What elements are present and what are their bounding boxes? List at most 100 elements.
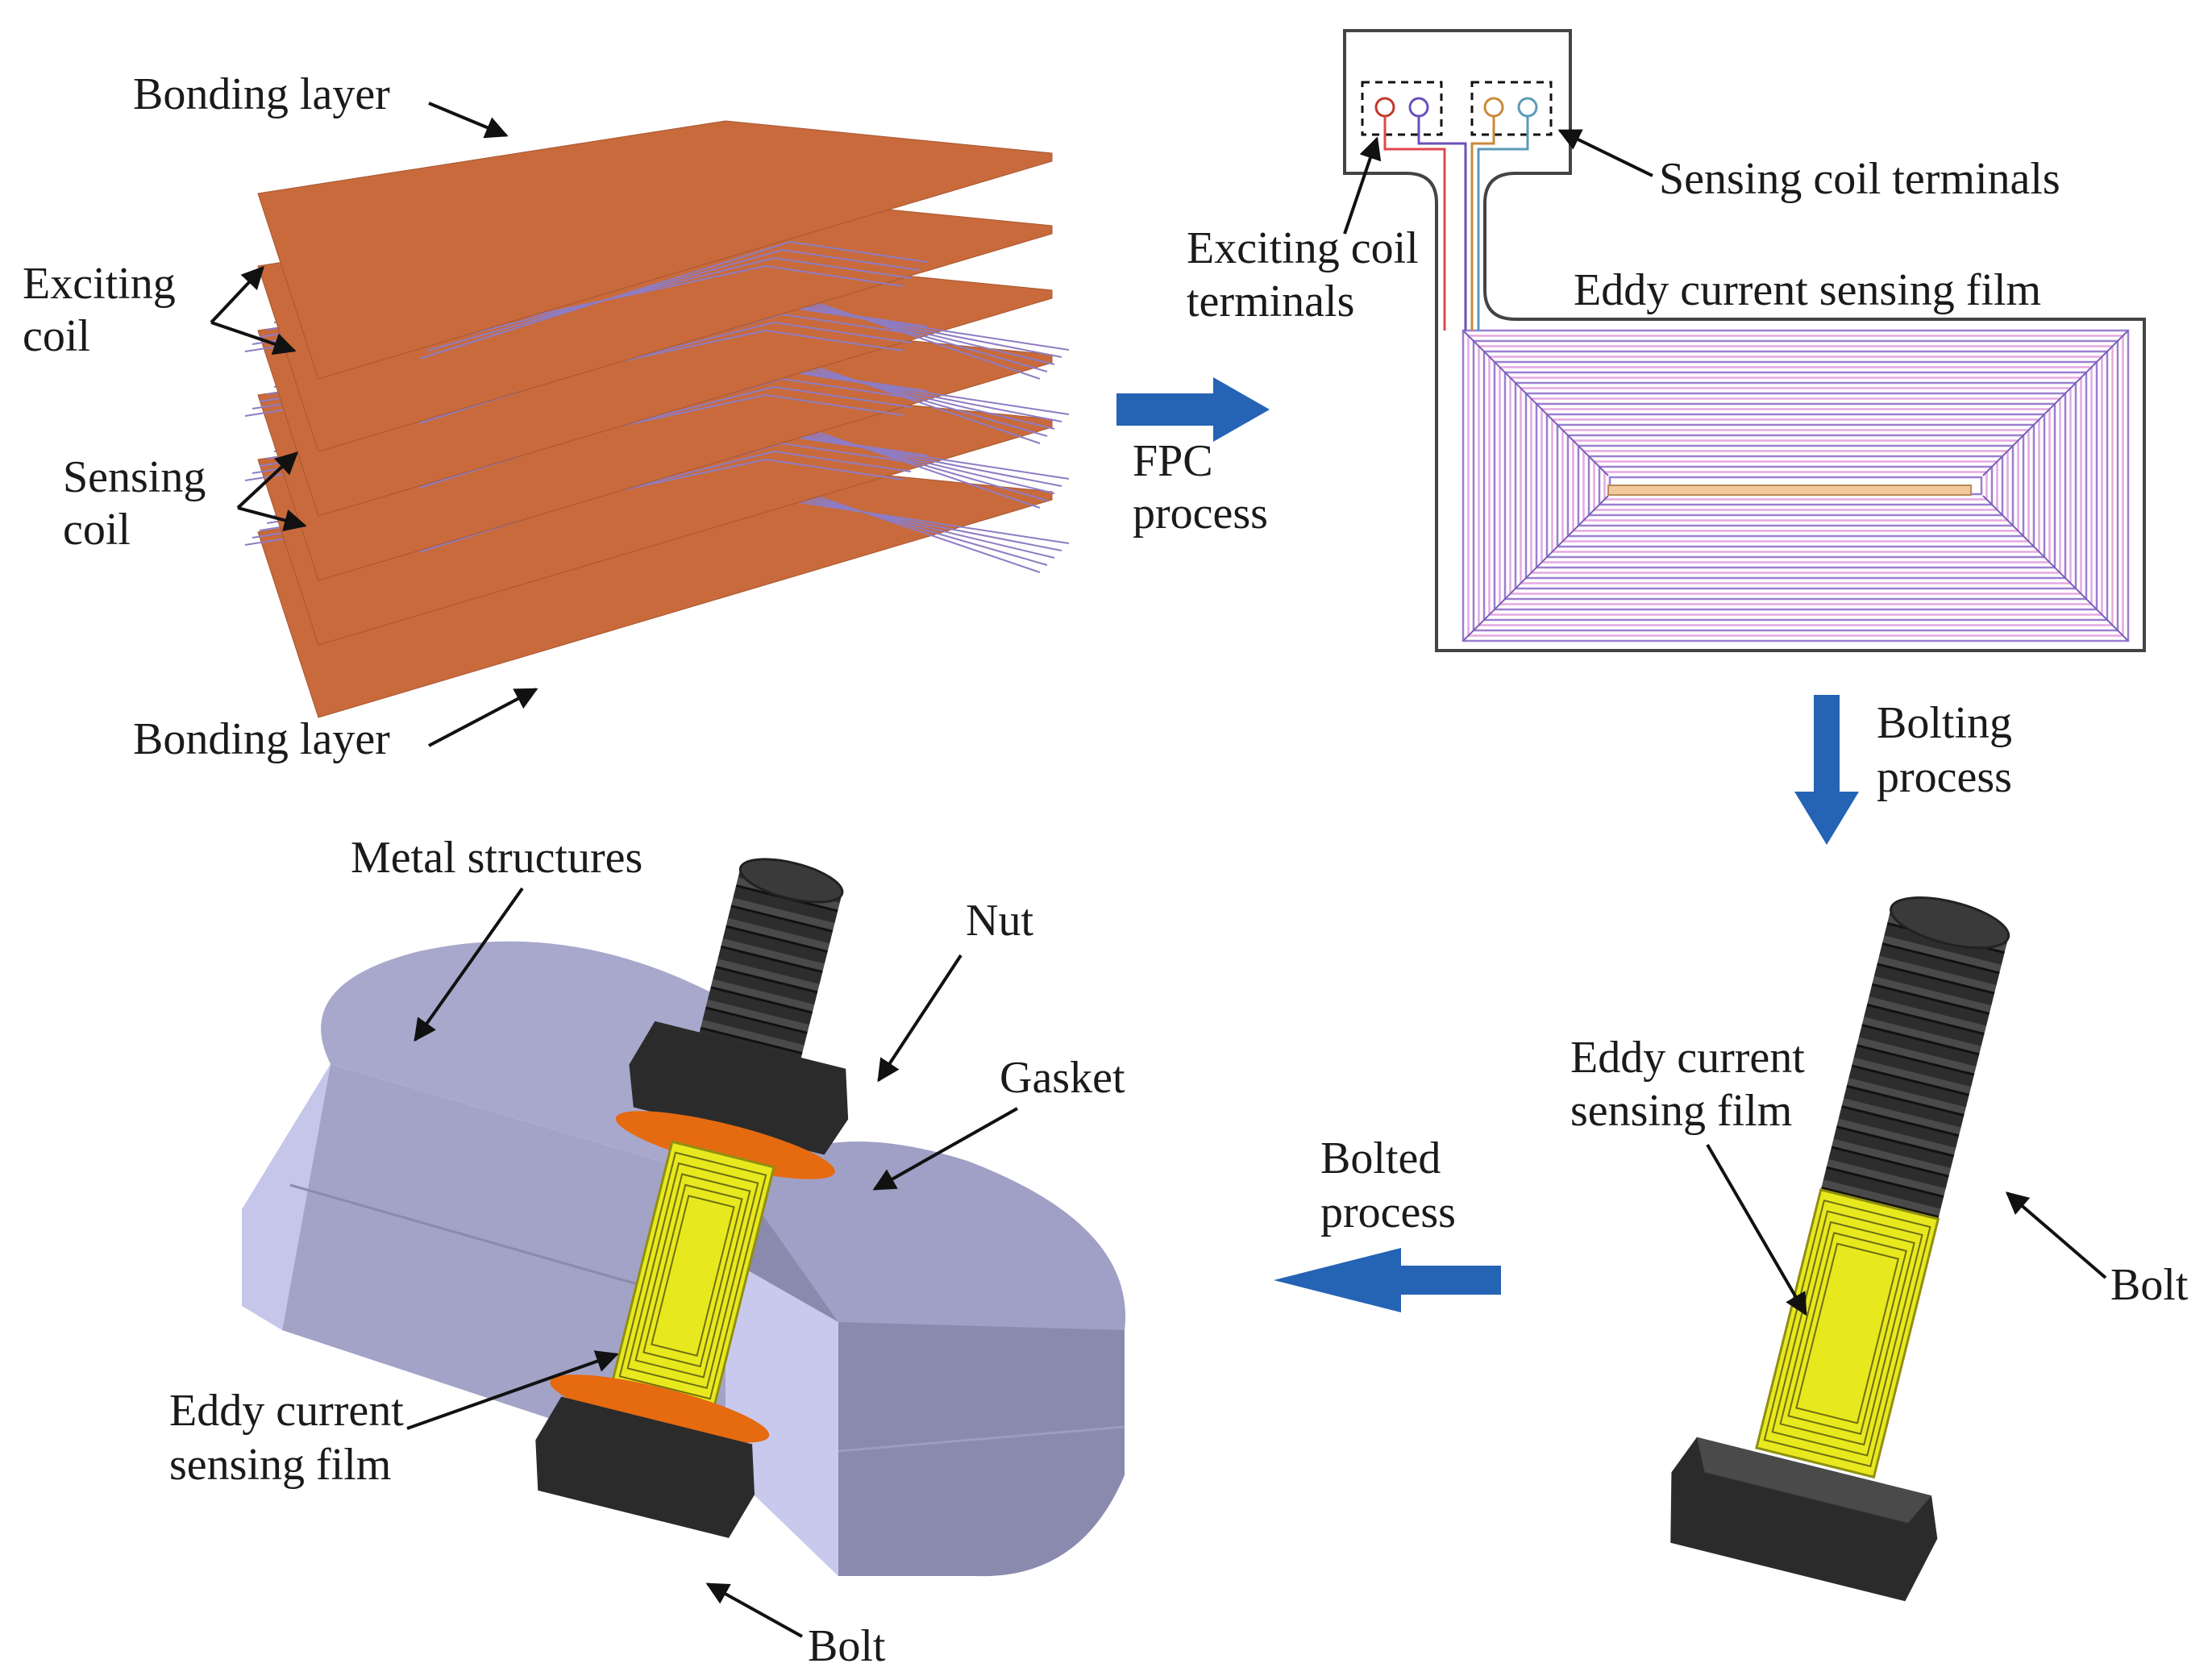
assembly-bolt-arrow xyxy=(705,1582,803,1638)
film-coil-corner xyxy=(1462,330,1609,476)
layer-stack-panel: Bonding layer Exciting coil Sensing coil… xyxy=(23,69,1070,764)
film-coil-turn xyxy=(1524,392,2067,580)
sensing-terminal-box xyxy=(1470,81,1553,136)
exciting-coil-terminals-label-line2: terminals xyxy=(1187,277,1354,326)
film-coil-turn xyxy=(1499,366,2093,605)
film-coil-turn xyxy=(1593,460,1998,511)
film-center-slot xyxy=(1607,484,1972,496)
bolt-sensing-film xyxy=(1755,1187,1940,1479)
assembly-nut xyxy=(629,1021,849,1155)
bonding-layer-sheet xyxy=(257,120,1053,380)
assembly-gasket-bottom xyxy=(550,1374,770,1443)
bolted-process-label-line2: process xyxy=(1320,1187,1456,1237)
bolt-film-label-line2: sensing film xyxy=(1570,1086,1792,1136)
bolting-process-label-line2: process xyxy=(1877,752,2012,802)
bolt-with-film-panel: Eddy current sensing film Bolt xyxy=(1570,896,2189,1602)
layer-stack xyxy=(244,120,1070,718)
coil-trace xyxy=(434,256,912,343)
exciting-lead-2 xyxy=(1417,116,1467,331)
sensing-lead-1 xyxy=(1470,116,1495,331)
sensing-coil-arrow-lower xyxy=(237,506,307,532)
film-coil-corner xyxy=(1982,495,2129,642)
film-coil-turn xyxy=(1540,408,2051,563)
film-coil-turn xyxy=(1478,345,2114,626)
film-coil-turn xyxy=(1598,465,1994,506)
bolt-tip xyxy=(1890,896,2010,950)
assembly-bolt-head xyxy=(535,1396,755,1538)
coil-trace xyxy=(418,240,928,360)
film-turn xyxy=(626,1162,759,1390)
gasket-label: Gasket xyxy=(1000,1053,1125,1103)
bolting-process-arrow: Bolting process xyxy=(1794,695,2012,845)
film-turn xyxy=(1787,1232,1907,1435)
film-turn xyxy=(642,1183,743,1368)
film-coil-turn xyxy=(1503,371,2088,601)
fpc-process-arrow: FPC process xyxy=(1116,377,1270,539)
film-coil-turn xyxy=(1482,350,2109,622)
sensing-coil-label-line1: Sensing xyxy=(63,452,206,502)
film-coil-turn xyxy=(1493,360,2098,611)
film-coil-turn xyxy=(1509,376,2082,595)
coil-layer-pattern xyxy=(418,240,928,360)
bolt-film-label-line1: Eddy current xyxy=(1570,1033,1805,1083)
bolt-hex-head-top xyxy=(1696,1437,1932,1524)
coil-trace xyxy=(443,264,904,335)
assembly-film-arrow xyxy=(406,1350,619,1430)
exciting-terminal-pad-1 xyxy=(1374,97,1395,118)
gasket-arrow xyxy=(872,1107,1018,1191)
bolt-thread-upper xyxy=(1820,908,2009,1220)
film-sensing-label: Eddy current sensing film xyxy=(1574,265,2041,315)
film-coil-turn xyxy=(1462,329,2130,642)
bonding-layer-top-label: Bonding layer xyxy=(133,69,390,119)
film-coil-turn xyxy=(1514,381,2077,590)
sensing-coil-terminals-label: Sensing coil terminals xyxy=(1659,154,2060,204)
film-coil-turn xyxy=(1551,418,2040,553)
assembly-film-label-line1: Eddy current xyxy=(169,1386,404,1436)
assembly-bolt-thread xyxy=(695,867,842,1074)
assembly-film-label-line2: sensing film xyxy=(169,1440,391,1490)
film-turn xyxy=(651,1195,735,1357)
bolted-process-label-line1: Bolted xyxy=(1320,1133,1441,1183)
film-coil-turn xyxy=(1545,413,2046,559)
bonding-layer-bottom-label: Bonding layer xyxy=(133,714,390,764)
film-coil-corner xyxy=(1982,330,2129,476)
film-coil-turn xyxy=(1572,439,2019,532)
assembly-bolt-label: Bolt xyxy=(808,1621,886,1671)
film-coil-turn xyxy=(1587,455,2004,517)
sensing-lead-2 xyxy=(1477,116,1529,331)
film-coil-turn xyxy=(1472,339,2119,632)
sensing-terminal-pad-1 xyxy=(1483,97,1504,118)
film-coil-turn xyxy=(1488,356,2103,616)
metal-right-seam xyxy=(838,1425,1125,1453)
film-coil-turn xyxy=(1566,434,2025,538)
metal-structures-label: Metal structures xyxy=(351,833,642,883)
film-coil-turn xyxy=(1556,423,2035,548)
metal-right-face xyxy=(726,1258,838,1576)
bolt-label: Bolt xyxy=(2110,1260,2189,1310)
bolt-film-arrow xyxy=(1706,1143,1807,1316)
fpc-process-label-line1: FPC xyxy=(1133,436,1213,486)
exciting-coil-arrow-upper xyxy=(210,265,264,324)
exciting-coil-terminals-label-line1: Exciting coil xyxy=(1187,223,1419,273)
exciting-terminal-box xyxy=(1361,81,1443,136)
exciting-terminal-pad-2 xyxy=(1408,97,1429,118)
film-turn xyxy=(1771,1210,1923,1457)
bolting-process-label-line1: Bolting xyxy=(1877,698,2012,748)
metal-left-face xyxy=(242,1064,331,1330)
assembly-bolt-tip xyxy=(738,858,844,904)
bonding-layer-top-arrow xyxy=(428,102,509,139)
sensing-film-panel: Sensing coil terminals Exciting coil ter… xyxy=(1187,29,2146,652)
exciting-lead-1 xyxy=(1383,116,1446,331)
exciting-coil-label-line1: Exciting xyxy=(23,259,176,309)
assembly-gasket-top xyxy=(615,1111,835,1179)
film-turn xyxy=(1779,1220,1915,1446)
metal-structures-arrow xyxy=(414,887,524,1042)
film-coil-turn xyxy=(1603,471,1988,501)
metal-right-top xyxy=(742,1141,1125,1330)
sensing-terminal-pad-2 xyxy=(1517,97,1538,118)
coil-trace xyxy=(426,248,920,351)
film-turn xyxy=(634,1173,751,1379)
exciting-terminals-arrow xyxy=(1343,136,1382,235)
film-coil-turn xyxy=(1561,429,2030,543)
